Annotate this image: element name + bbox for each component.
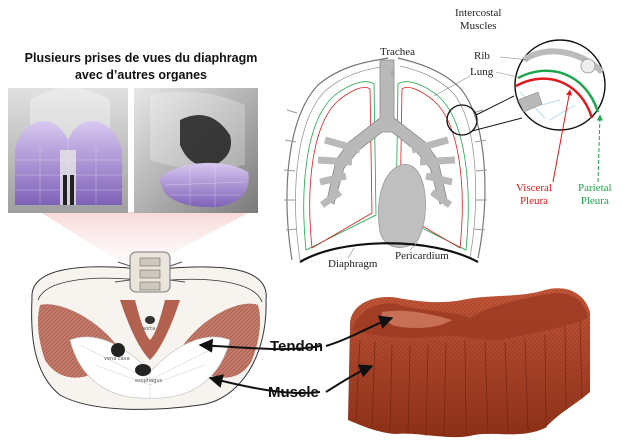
diaphragm-line: [300, 243, 478, 262]
render-front-view: [8, 88, 128, 214]
label-vena-cava: vena cava: [104, 356, 130, 362]
aorta-opening: [145, 316, 155, 324]
lungs-diagram: [284, 40, 605, 262]
label-parietal-pleura: Parietal Pleura: [578, 182, 612, 208]
pericardium-shape: [378, 164, 425, 247]
label-lung: Lung: [470, 66, 493, 78]
label-visceral-line2: Pleura: [516, 195, 552, 208]
vena-cava-opening: [111, 343, 125, 357]
label-intercostal-line1: Intercostal: [455, 7, 501, 20]
esophagus-opening: [135, 364, 151, 376]
label-intercostal-muscles: Intercostal Muscles: [455, 7, 501, 33]
label-esophagus: esophagus: [135, 378, 162, 384]
label-rib: Rib: [474, 50, 490, 62]
label-visceral-line1: Visceral: [516, 182, 552, 195]
label-diaphragm: Diaphragm: [328, 258, 377, 270]
label-intercostal-line2: Muscles: [455, 20, 501, 33]
label-trachea: Trachea: [380, 46, 415, 58]
callout-tendon: Tendon: [270, 338, 323, 355]
model-3d-diaphragm: [348, 288, 590, 437]
label-pericardium: Pericardium: [395, 250, 449, 262]
label-visceral-pleura: Visceral Pleura: [516, 182, 552, 208]
render-side-view: [134, 88, 258, 213]
callout-muscle: Muscle: [268, 384, 319, 401]
label-aorta: aorta: [142, 326, 155, 332]
label-parietal-line2: Pleura: [578, 195, 612, 208]
label-parietal-line1: Parietal: [578, 182, 612, 195]
